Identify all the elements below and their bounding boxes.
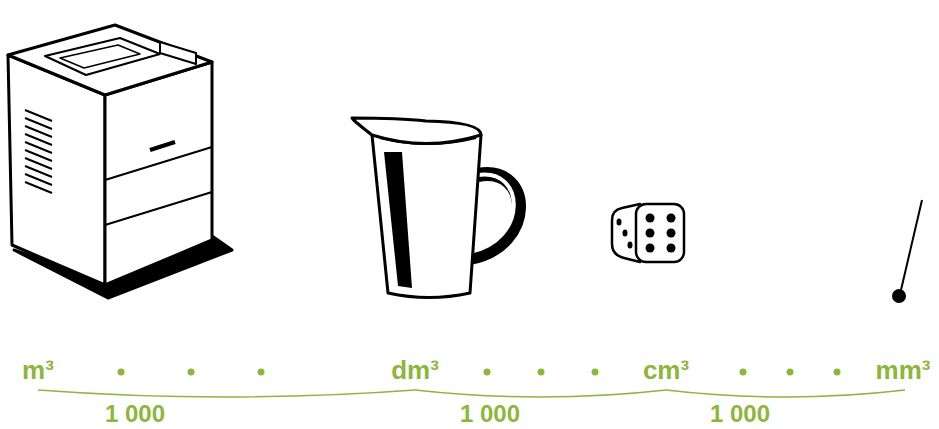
unit-label: cm³: [643, 357, 689, 383]
conversion-factor: 1 000: [710, 402, 770, 426]
separator-dots: [118, 369, 841, 376]
conversion-arcs: [38, 390, 905, 397]
unit-label: m³: [22, 357, 54, 383]
unit-label: dm³: [391, 357, 439, 383]
pin-illustration: [892, 200, 922, 303]
unit-label: mm³: [876, 357, 931, 383]
jug-illustration: [352, 118, 519, 298]
conversion-factor: 1 000: [105, 402, 165, 426]
printer-illustration: [8, 25, 232, 298]
die-illustration: [612, 204, 684, 262]
conversion-factor: 1 000: [460, 402, 520, 426]
